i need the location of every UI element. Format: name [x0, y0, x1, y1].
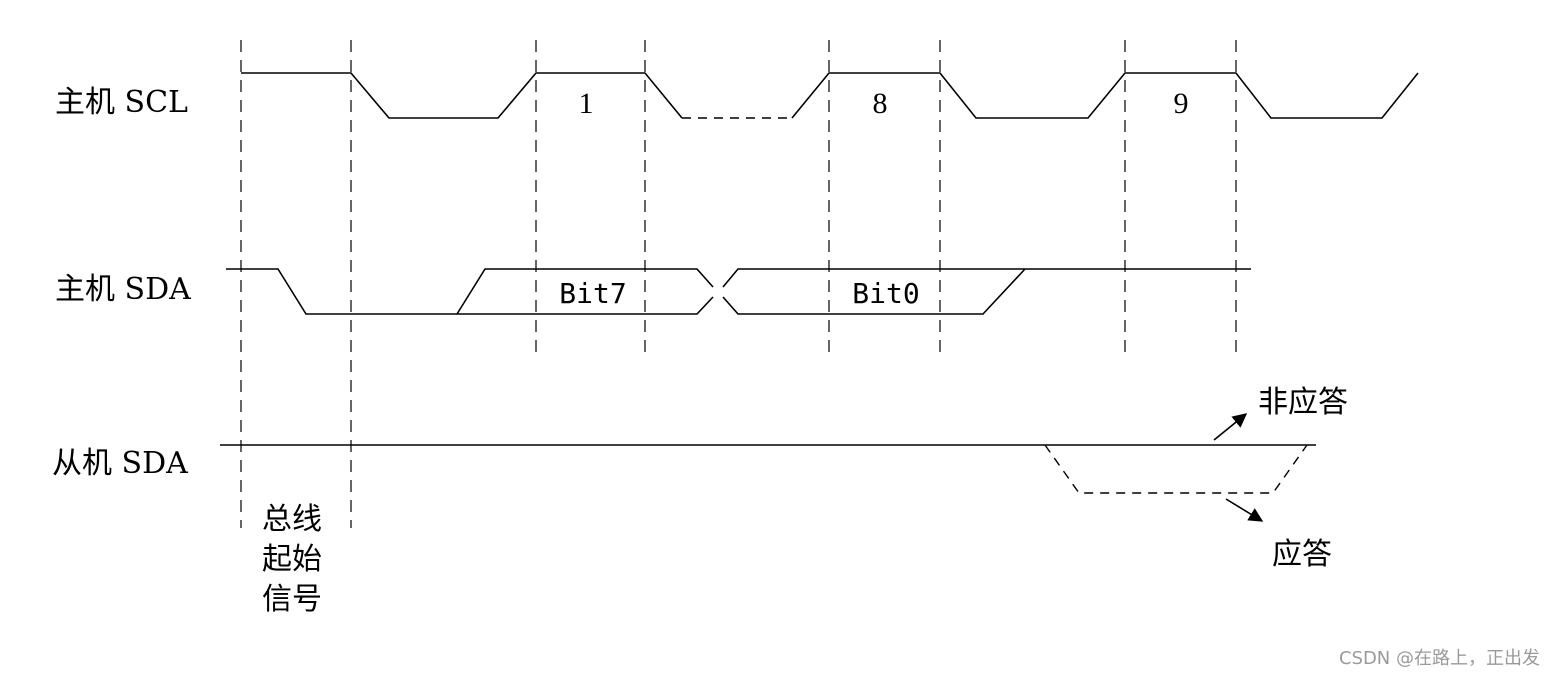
nack-arrow [1213, 413, 1248, 441]
timing-guides [240, 40, 1237, 528]
scl-pulse-8: 8 [873, 87, 888, 120]
start-signal-line-1: 总线 [262, 502, 322, 537]
scl-label: 主机 SCL [55, 85, 188, 120]
host-sda-label: 主机 SDA [55, 272, 191, 307]
slave-sda-ack-path [1044, 444, 1308, 494]
scl-wave-segment-b [791, 72, 1419, 119]
host-sda-bit0-bottom [722, 268, 1026, 315]
slave-sda-waveform [220, 444, 1316, 494]
slave-sda-label: 从机 SDA [52, 446, 188, 481]
ack-arrow [1225, 498, 1264, 522]
start-signal-line-2: 起始 [262, 542, 322, 577]
scl-waveform [241, 72, 1419, 119]
host-sda-bit7-bottom [457, 296, 714, 315]
host-sda-bit7-top [456, 268, 714, 315]
nack-label: 非应答 [1258, 385, 1348, 420]
scl-pulse-9: 9 [1174, 87, 1189, 120]
scl-pulse-1: 1 [579, 87, 594, 120]
watermark: CSDN @在路上，正出发 [1339, 648, 1540, 669]
sda-bit0-label: Bit0 [852, 277, 919, 310]
host-sda-start-fall [226, 268, 457, 315]
ack-label: 应答 [1272, 537, 1332, 572]
host-sda-bit0-top [722, 268, 1251, 288]
host-sda-waveform [226, 268, 1251, 315]
start-signal-line-3: 信号 [262, 582, 322, 617]
sda-bit7-label: Bit7 [559, 277, 626, 310]
scl-wave-segment-a [241, 72, 683, 119]
